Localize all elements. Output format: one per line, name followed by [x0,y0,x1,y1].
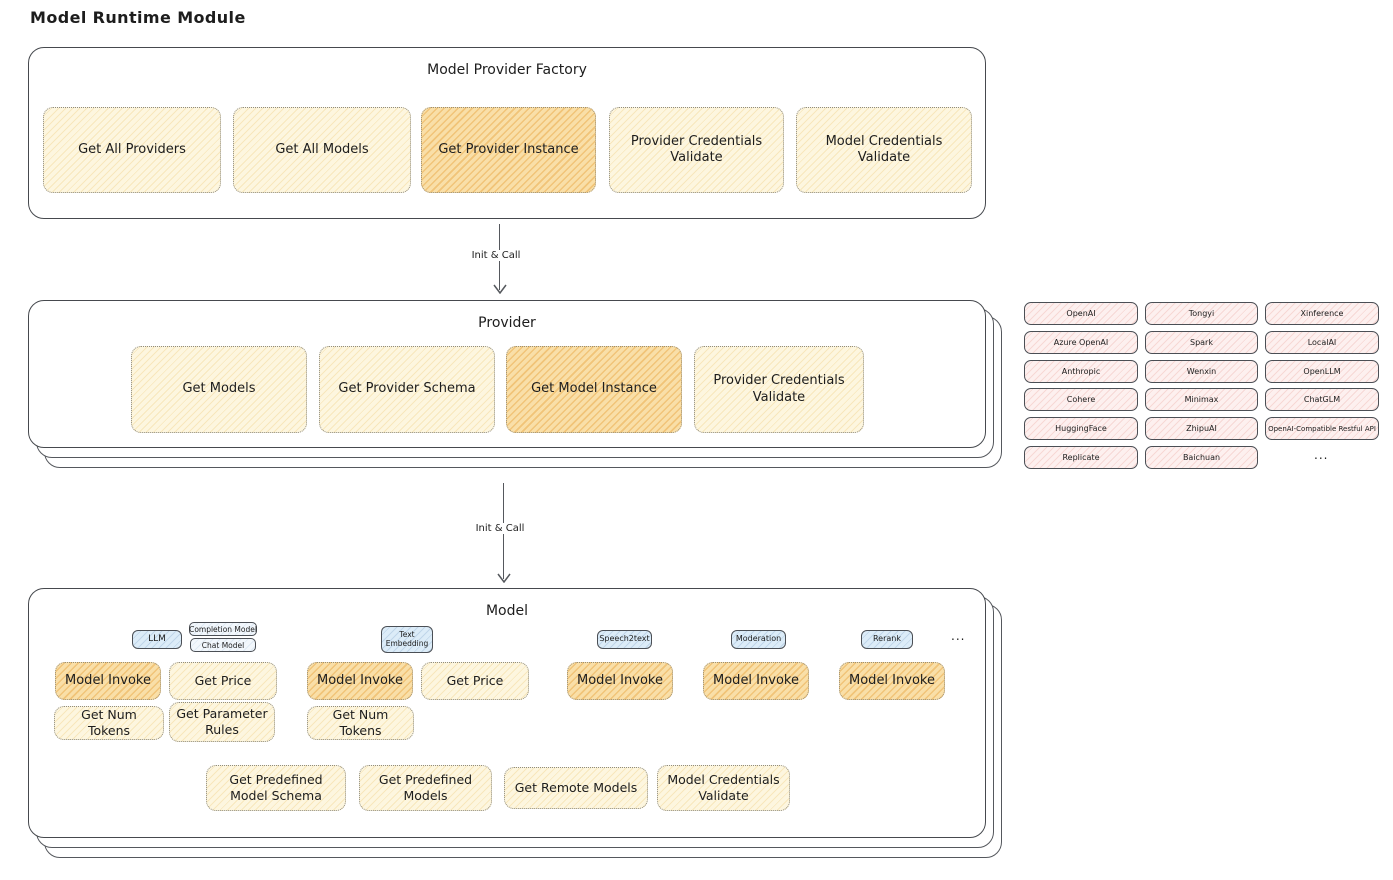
provider-chip: HuggingFace [1024,417,1138,440]
get-predefined-models: Get Predefined Models [359,765,492,811]
factory-box-get-all-providers: Get All Providers [43,107,221,193]
provider-chip: Baichuan [1145,446,1258,469]
provider-box-get-provider-schema: Get Provider Schema [319,346,495,433]
llm-get-parameter-rules: Get Parameter Rules [169,702,275,742]
arrow-label: Init & Call [472,523,528,534]
provider-chip: OpenAI-Compatible Restful API [1265,417,1379,440]
arrow-head-icon [493,284,507,294]
provider-chip: OpenLLM [1265,360,1379,383]
te-get-price: Get Price [421,662,529,700]
provider-box-get-model-instance: Get Model Instance [506,346,682,433]
provider-chip: Tongyi [1145,302,1258,325]
tab-llm: LLM [132,630,182,649]
provider-chip: LocalAI [1265,331,1379,354]
get-predefined-model-schema: Get Predefined Model Schema [206,765,346,811]
provider-chip: Anthropic [1024,360,1138,383]
provider-chip: ZhipuAI [1145,417,1258,440]
llm-get-num-tokens: Get Num Tokens [54,706,164,740]
tabs-more: ... [951,629,966,643]
model-container: Model LLM Completion Model Chat Model Te… [28,588,986,838]
get-remote-models: Get Remote Models [504,767,648,809]
factory-box-get-provider-instance: Get Provider Instance [421,107,596,193]
provider-chip: ChatGLM [1265,388,1379,411]
tag-chat-model: Chat Model [190,638,256,652]
llm-get-price: Get Price [169,662,277,700]
provider-chip: Cohere [1024,388,1138,411]
rerank-model-invoke: Model Invoke [839,662,945,700]
arrow-provider-to-model: Init & Call [464,483,544,587]
te-get-num-tokens: Get Num Tokens [307,706,414,740]
provider-container: Provider Get Models Get Provider Schema … [28,300,986,448]
te-model-invoke: Model Invoke [307,662,413,700]
provider-chip: Minimax [1145,388,1258,411]
provider-chip: Azure OpenAI [1024,331,1138,354]
provider-chips-grid: OpenAI Tongyi Xinference Azure OpenAI Sp… [1024,300,1384,475]
llm-model-invoke: Model Invoke [55,662,161,700]
provider-box-get-models: Get Models [131,346,307,433]
page-title: Model Runtime Module [30,8,246,27]
tab-moderation: Moderation [731,630,786,649]
arrow-head-icon [497,573,511,583]
mod-model-invoke: Model Invoke [703,662,809,700]
factory-title: Model Provider Factory [427,62,587,78]
arrow-factory-to-provider: Init & Call [460,224,540,298]
factory-box-provider-credentials-validate: Provider Credentials Validate [609,107,784,193]
tab-text-embedding: Text Embedding [381,626,433,653]
provider-box-provider-credentials-validate: Provider Credentials Validate [694,346,864,433]
provider-chip: Spark [1145,331,1258,354]
provider-chip: OpenAI [1024,302,1138,325]
model-credentials-validate: Model Credentials Validate [657,765,790,811]
model-title: Model [485,603,529,619]
tag-completion-model: Completion Model [189,622,257,636]
factory-box-get-all-models: Get All Models [233,107,411,193]
provider-title: Provider [478,315,536,331]
tab-rerank: Rerank [861,630,913,649]
factory-box-model-credentials-validate: Model Credentials Validate [796,107,972,193]
provider-chip: Xinference [1265,302,1379,325]
factory-container: Model Provider Factory Get All Providers… [28,47,986,219]
provider-chip: Replicate [1024,446,1138,469]
provider-chips-more: ... [1314,448,1329,462]
arrow-label: Init & Call [468,250,524,261]
s2t-model-invoke: Model Invoke [567,662,673,700]
tab-speech2text: Speech2text [597,630,652,649]
provider-chip: Wenxin [1145,360,1258,383]
